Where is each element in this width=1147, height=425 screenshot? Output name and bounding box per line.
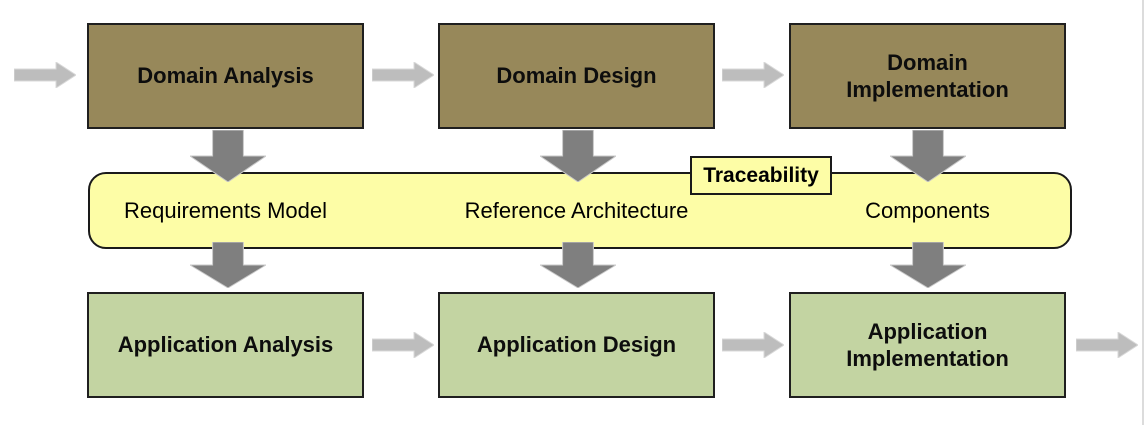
domain-implementation-box: Domain Implementation <box>789 23 1066 129</box>
requirements-model-label: Requirements Model <box>124 198 327 223</box>
application-implementation-label: Application Implementation <box>846 318 1009 372</box>
right-flow-arrow-icon <box>722 332 784 358</box>
application-implementation-box: Application Implementation <box>789 292 1066 398</box>
domain-design-box: Domain Design <box>438 23 715 129</box>
application-analysis-label: Application Analysis <box>117 332 334 358</box>
traceability-callout: Traceability <box>690 156 832 195</box>
application-design-label: Application Design <box>476 332 677 358</box>
domain-analysis-box: Domain Analysis <box>87 23 364 129</box>
right-flow-arrow-icon <box>14 62 76 88</box>
right-flow-arrow-icon <box>722 62 784 88</box>
application-design-box: Application Design <box>438 292 715 398</box>
page-edge-line <box>1142 0 1144 425</box>
down-flow-arrow-icon <box>540 130 616 182</box>
domain-design-label: Domain Design <box>496 63 657 89</box>
down-flow-arrow-icon <box>190 242 266 288</box>
domain-analysis-label: Domain Analysis <box>137 63 314 89</box>
down-flow-arrow-icon <box>540 242 616 288</box>
right-flow-arrow-icon <box>372 62 434 88</box>
right-flow-arrow-icon <box>372 332 434 358</box>
application-analysis-box: Application Analysis <box>87 292 364 398</box>
down-flow-arrow-icon <box>890 130 966 182</box>
traceability-label: Traceability <box>703 163 819 187</box>
down-flow-arrow-icon <box>890 242 966 288</box>
down-flow-arrow-icon <box>190 130 266 182</box>
right-flow-arrow-icon <box>1076 332 1138 358</box>
domain-implementation-label: Domain Implementation <box>846 49 1009 103</box>
components-label: Components <box>865 198 990 223</box>
reference-architecture-label: Reference Architecture <box>464 198 689 223</box>
